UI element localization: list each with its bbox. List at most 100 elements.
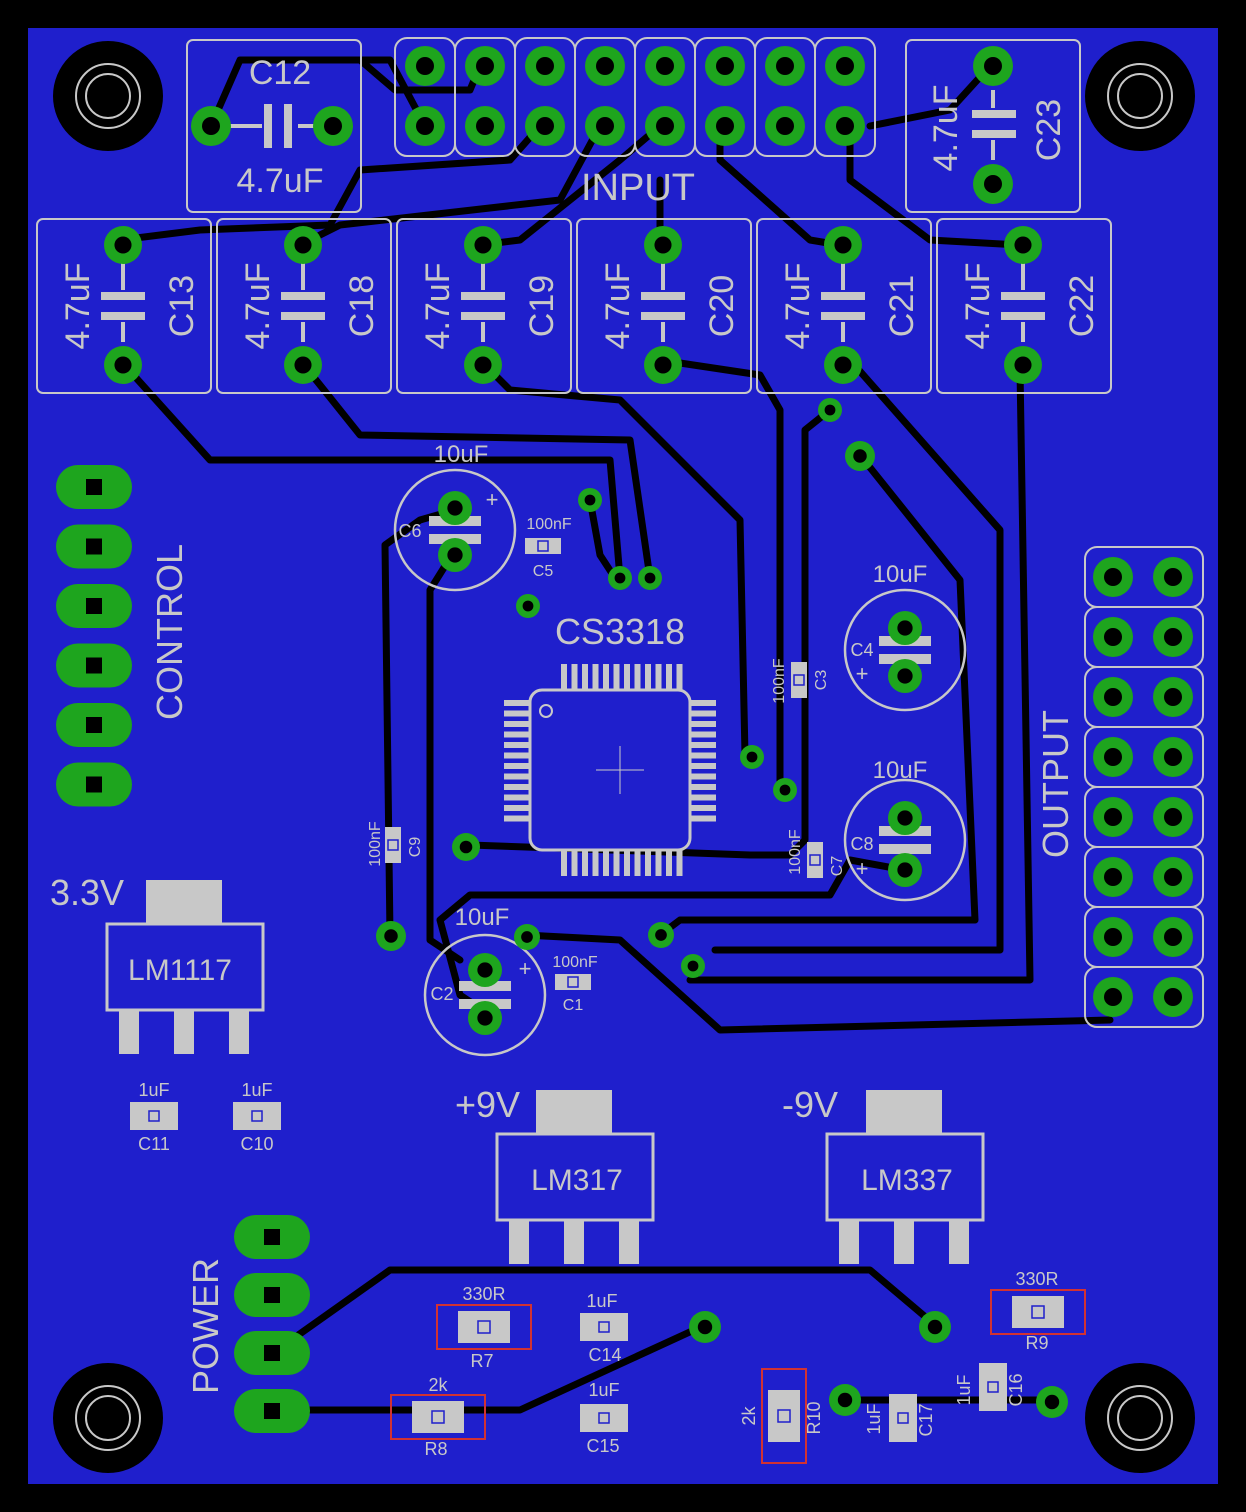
cap-ref: C8	[850, 834, 873, 854]
smd-pad	[458, 1311, 510, 1343]
ic-pin	[688, 773, 716, 780]
ic-pin	[504, 773, 532, 780]
cap-plate	[281, 312, 325, 320]
v9n-label: -9V	[782, 1084, 838, 1125]
mounting-hole-ring	[85, 1395, 131, 1441]
ic-pin	[688, 742, 716, 748]
mounting-hole-ring	[1117, 1395, 1163, 1441]
pad-hole	[1014, 356, 1032, 374]
reg-tab	[866, 1090, 942, 1134]
trace	[266, 1321, 709, 1414]
cap-pad	[438, 491, 472, 525]
resistor-ref: R10	[804, 1401, 824, 1434]
pad-hole	[86, 776, 102, 793]
smd-pad	[807, 842, 823, 878]
output-pin-right	[1153, 617, 1193, 657]
regulator-lm337: -9V LM337	[782, 1084, 985, 1264]
reg-pin	[949, 1220, 969, 1264]
c23-value: 4.7uF	[927, 85, 965, 172]
input-label: INPUT	[581, 167, 695, 209]
pad-hole	[779, 784, 791, 796]
ic-pin	[634, 848, 641, 876]
input-pin-top	[405, 46, 445, 86]
pad-hole	[716, 57, 734, 75]
pad-hole	[656, 57, 674, 75]
mounting-hole-ring	[75, 63, 141, 129]
ic-pin	[504, 763, 532, 769]
cap-plate	[821, 292, 865, 300]
smd-pad	[555, 974, 591, 990]
power-header: POWER	[185, 1215, 310, 1433]
pad-hole	[746, 751, 758, 763]
cap-ref: C18	[343, 275, 381, 337]
ic-pin	[504, 794, 532, 801]
ic-pin	[645, 664, 651, 692]
ic-pin	[582, 848, 588, 876]
cap-ref: C5	[533, 563, 554, 580]
trace	[521, 931, 1114, 1034]
control-pin	[56, 524, 132, 569]
cap-pad	[104, 346, 142, 384]
main-ic: CS3318	[504, 611, 716, 876]
pad-hole	[264, 1403, 280, 1419]
output-label: OUTPUT	[1035, 710, 1076, 858]
ic-pin	[624, 848, 630, 876]
input-header: INPUT	[394, 37, 876, 209]
film-cap-c12: C12 4.7uF	[186, 39, 362, 213]
input-pin-bottom	[465, 106, 505, 146]
power-pin	[234, 1273, 310, 1317]
pad-hole	[202, 117, 220, 135]
trace	[586, 496, 619, 582]
pad-hole	[687, 960, 699, 972]
reg-pin	[619, 1220, 639, 1264]
cap-value: 100nF	[552, 954, 598, 971]
ic-pin	[645, 848, 651, 876]
mounting-hole	[1085, 1363, 1195, 1473]
cap-pad	[438, 538, 472, 572]
pad-hole	[114, 356, 132, 374]
polarity-mark: +	[486, 487, 499, 512]
cap-value: 100nF	[771, 658, 788, 704]
ic-pin	[676, 848, 683, 876]
mounting-hole-ring	[75, 1385, 141, 1451]
pad-hole	[476, 57, 494, 75]
cap-ref: C3	[813, 670, 830, 691]
cap-plate	[821, 312, 865, 320]
output-pin-left	[1093, 677, 1133, 717]
v33-label: 3.3V	[50, 872, 124, 913]
control-header: CONTROL	[56, 465, 190, 807]
output-pin-right	[1153, 977, 1193, 1017]
regulator-lm1117: 3.3V LM1117	[50, 872, 265, 1054]
smd-pad	[130, 1102, 178, 1130]
resistor-ref: R7	[470, 1351, 493, 1371]
output-pin-left	[1093, 857, 1133, 897]
trace	[116, 122, 544, 244]
pad-hole	[447, 547, 463, 563]
cap-pad	[468, 953, 502, 987]
ic-pin	[504, 721, 532, 727]
pad-hole	[86, 598, 102, 614]
pad-hole	[697, 1319, 713, 1335]
ic-pin	[688, 721, 716, 727]
cap-value: 1uF	[864, 1403, 884, 1434]
input-pin-bottom	[405, 106, 445, 146]
component-outline	[936, 218, 1112, 394]
via	[829, 1384, 861, 1416]
cap-ref: C13	[163, 275, 201, 337]
ic-pin	[688, 763, 716, 769]
component-outline	[393, 468, 517, 592]
cap-ref: C4	[850, 640, 873, 660]
output-pin-left	[1093, 977, 1133, 1017]
via	[845, 441, 875, 471]
cap-value: 100nF	[526, 516, 572, 533]
output-pin-left	[1093, 737, 1133, 777]
